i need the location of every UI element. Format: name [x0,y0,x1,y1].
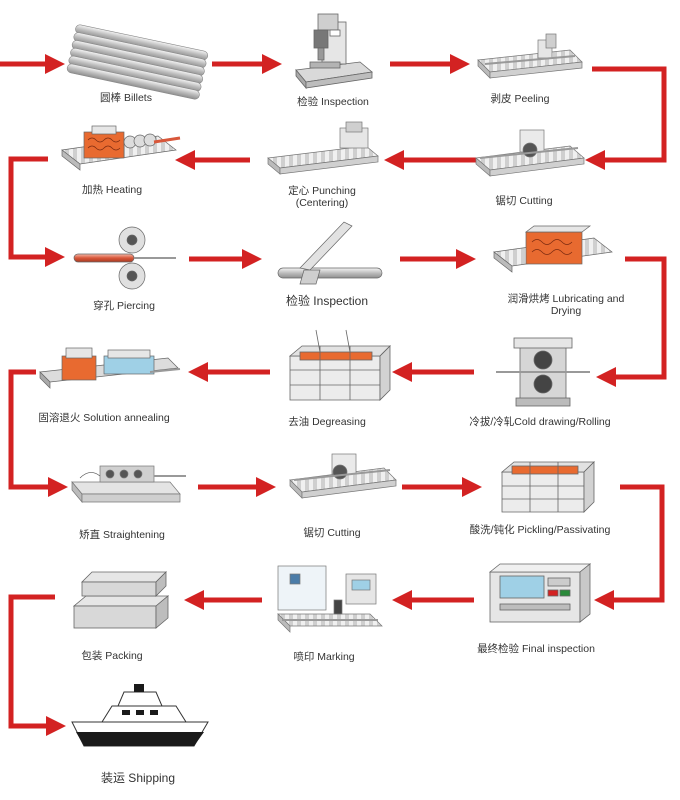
label-peeling: 剥皮 Peeling [490,93,550,105]
label-punching-line1: 定心 Punching [288,185,356,197]
piercing-illustration [73,226,176,290]
arrow-annealing-straightening [8,369,68,497]
label-lubricating: 润滑烘烤 Lubricating and Drying [508,293,625,317]
label-lubricating-line1: 润滑烘烤 Lubricating and [507,293,625,305]
arrow-packing-shipping [8,594,66,736]
packing-boxes-illustration [72,571,170,629]
billets-illustration [66,24,209,100]
label-punching-line2: (Centering) [295,197,349,209]
lubricating-drying-illustration [493,225,613,273]
arrow-lubricating-drawing [596,256,667,387]
final-inspection-illustration [488,563,592,623]
arrow-pickling-final [594,484,665,610]
cold-drawing-illustration [496,337,590,407]
straightening-illustration [71,465,186,503]
flow-arrows [0,54,667,736]
punching-illustration [267,121,379,175]
label-punching: 定心 Punching (Centering) [288,185,356,209]
heating-illustration [61,125,181,171]
arrow-peeling-cutting [585,66,667,170]
label-billets: 圆棒 Billets [100,92,152,104]
ship-illustration [71,684,209,747]
degreasing-tank-illustration [288,329,391,401]
label-packing: 包装 Packing [81,650,143,662]
label-cold-drawing: 冷拔/冷轧Cold drawing/Rolling [469,416,611,428]
label-inspection-1: 检验 Inspection [297,96,369,108]
label-degreasing: 去油 Degreasing [288,416,366,428]
label-marking: 喷印 Marking [293,651,355,663]
label-straightening: 矫直 Straightening [79,529,165,541]
annealing-furnace-illustration [39,347,181,389]
label-pickling: 酸洗/钝化 Pickling/Passivating [469,524,611,536]
cutting-saw-illustration [475,129,585,177]
label-inspection-2: 检验 Inspection [285,294,369,308]
marking-illustration [277,565,383,633]
inspection-gauge-illustration [277,221,383,285]
label-cutting-1: 锯切 Cutting [495,195,553,207]
label-shipping: 装运 Shipping [100,771,176,785]
label-final-inspection: 最终检验 Final inspection [477,643,595,655]
peeling-illustration [477,33,583,79]
label-heating: 加热 Heating [81,184,143,196]
cutting-saw-2-illustration [289,453,397,499]
label-piercing: 穿孔 Piercing [93,300,155,312]
label-lubricating-line2: Drying [550,305,582,317]
label-cutting-2: 锯切 Cutting [303,527,361,539]
arrow-heating-piercing [8,156,65,267]
label-annealing: 固溶退火 Solution annealing [38,412,170,424]
pickling-tank-illustration [500,461,595,513]
inspection-machine-illustration [295,13,373,90]
